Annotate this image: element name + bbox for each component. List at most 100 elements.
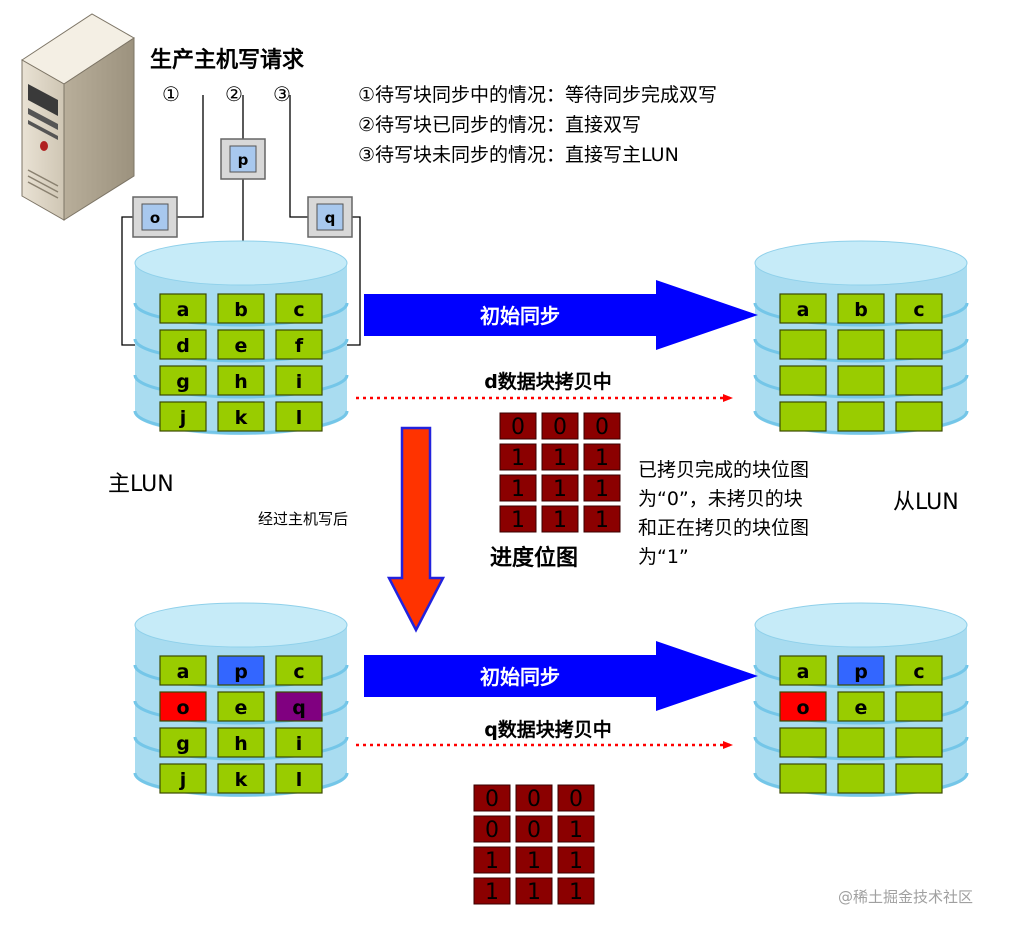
lun-block bbox=[217, 727, 265, 758]
write-block-o-label: o bbox=[150, 209, 160, 227]
lun-block bbox=[217, 691, 265, 722]
sync-arrow-top: 初始同步 bbox=[364, 280, 758, 350]
lun-block bbox=[895, 763, 943, 794]
after-write-label: 经过主机写后 bbox=[258, 510, 349, 528]
bitmap-cell bbox=[499, 443, 537, 471]
bitmap-cell-value: 1 bbox=[511, 508, 525, 533]
bitmap-cell bbox=[515, 846, 553, 874]
lun-block bbox=[275, 655, 323, 686]
diagram-title: 生产主机写请求 bbox=[150, 48, 305, 73]
bitmap-cell bbox=[499, 505, 537, 533]
lun-block bbox=[837, 763, 885, 794]
main-lun-label: 主LUN bbox=[108, 472, 174, 497]
bitmap-cell-value: 1 bbox=[569, 880, 583, 905]
bitmap-cell-value: 0 bbox=[527, 787, 541, 812]
lun-block bbox=[159, 401, 207, 432]
write-block-p-label: p bbox=[238, 151, 249, 169]
lun-block-label: c bbox=[913, 661, 924, 683]
lun-block bbox=[837, 691, 885, 722]
bitmap-cell bbox=[541, 505, 579, 533]
lun-block-label: k bbox=[235, 769, 248, 791]
bitmap-cell-value: 1 bbox=[569, 818, 583, 843]
lun-block bbox=[895, 727, 943, 758]
lun-block-label: j bbox=[179, 407, 187, 429]
sync-label-bottom: 初始同步 bbox=[480, 665, 560, 689]
sync-label-top: 初始同步 bbox=[480, 304, 560, 328]
lun-block-label: k bbox=[235, 407, 248, 429]
lun-block-label: e bbox=[235, 697, 248, 719]
lun-block-label: a bbox=[177, 661, 190, 683]
bitmap-cell-value: 1 bbox=[485, 880, 499, 905]
lun-block bbox=[217, 293, 265, 324]
lun-block-label: l bbox=[296, 407, 303, 429]
lun-block bbox=[779, 293, 827, 324]
bitmap-cell bbox=[557, 877, 595, 905]
bitmap-cell-value: 1 bbox=[485, 849, 499, 874]
lun-block bbox=[159, 365, 207, 396]
bitmap-cell bbox=[499, 474, 537, 502]
lun-block-label: h bbox=[234, 733, 248, 755]
bitmap-cell-value: 1 bbox=[595, 477, 609, 502]
lun-block bbox=[779, 727, 827, 758]
bitmap-cell-value: 0 bbox=[569, 787, 583, 812]
lun-block bbox=[159, 763, 207, 794]
bitmap-cell-value: 1 bbox=[595, 508, 609, 533]
bitmap-cell-value: 1 bbox=[553, 477, 567, 502]
bitmap-cell bbox=[583, 505, 621, 533]
bitmap-cell-value: 1 bbox=[527, 849, 541, 874]
bitmap-cell bbox=[557, 815, 595, 843]
bitmap-cell bbox=[499, 412, 537, 440]
lun-block bbox=[217, 655, 265, 686]
write-block-q-label: q bbox=[325, 209, 336, 227]
write-block-q: q bbox=[307, 196, 353, 238]
lun-block-label: j bbox=[179, 769, 187, 791]
bitmap-cell bbox=[473, 877, 511, 905]
lun-block-label: b bbox=[234, 299, 248, 321]
lun-block-label: q bbox=[292, 697, 306, 719]
lun-block bbox=[837, 293, 885, 324]
bitmap-cell bbox=[583, 443, 621, 471]
lun-block bbox=[275, 329, 323, 360]
note-1: ①待写块同步中的情况：等待同步完成双写 bbox=[358, 84, 718, 106]
bitmap-cell bbox=[557, 784, 595, 812]
write-block-p: p bbox=[220, 138, 266, 180]
lun-block bbox=[837, 655, 885, 686]
lun-block bbox=[837, 727, 885, 758]
note-3: ③待写块未同步的情况：直接写主LUN bbox=[358, 144, 679, 166]
bitmap-cell bbox=[473, 846, 511, 874]
lun-block-label: c bbox=[913, 299, 924, 321]
lun-block-label: l bbox=[296, 769, 303, 791]
lun-block-label: a bbox=[797, 299, 810, 321]
lun-block-label: c bbox=[293, 299, 304, 321]
circle-label-3: ③ bbox=[273, 82, 291, 106]
circle-label-2: ② bbox=[225, 82, 243, 106]
bitmap-cell bbox=[541, 443, 579, 471]
lun-block bbox=[217, 401, 265, 432]
lun-block-label: e bbox=[855, 697, 868, 719]
bitmap-cell bbox=[541, 474, 579, 502]
lun-block bbox=[275, 727, 323, 758]
slave-lun-label: 从LUN bbox=[893, 490, 959, 515]
bitmap-cell-value: 1 bbox=[511, 446, 525, 471]
lun-block-label: p bbox=[234, 661, 248, 683]
bitmap-cell bbox=[473, 815, 511, 843]
lun-block bbox=[217, 365, 265, 396]
lun-block bbox=[837, 365, 885, 396]
bitmap-cell-value: 1 bbox=[553, 446, 567, 471]
lun-block bbox=[159, 293, 207, 324]
bitmap-cell-value: 0 bbox=[527, 818, 541, 843]
lun-block bbox=[895, 329, 943, 360]
lun-block bbox=[779, 401, 827, 432]
lun-block bbox=[895, 691, 943, 722]
write-path-o bbox=[121, 95, 204, 349]
copy-label-top: d数据块拷贝中 bbox=[484, 370, 612, 393]
lun-block bbox=[217, 763, 265, 794]
lun-block-label: a bbox=[177, 299, 190, 321]
lun-block-label: d bbox=[176, 335, 190, 357]
copy-label-bottom: q数据块拷贝中 bbox=[484, 718, 612, 741]
bitmap-cell bbox=[541, 412, 579, 440]
